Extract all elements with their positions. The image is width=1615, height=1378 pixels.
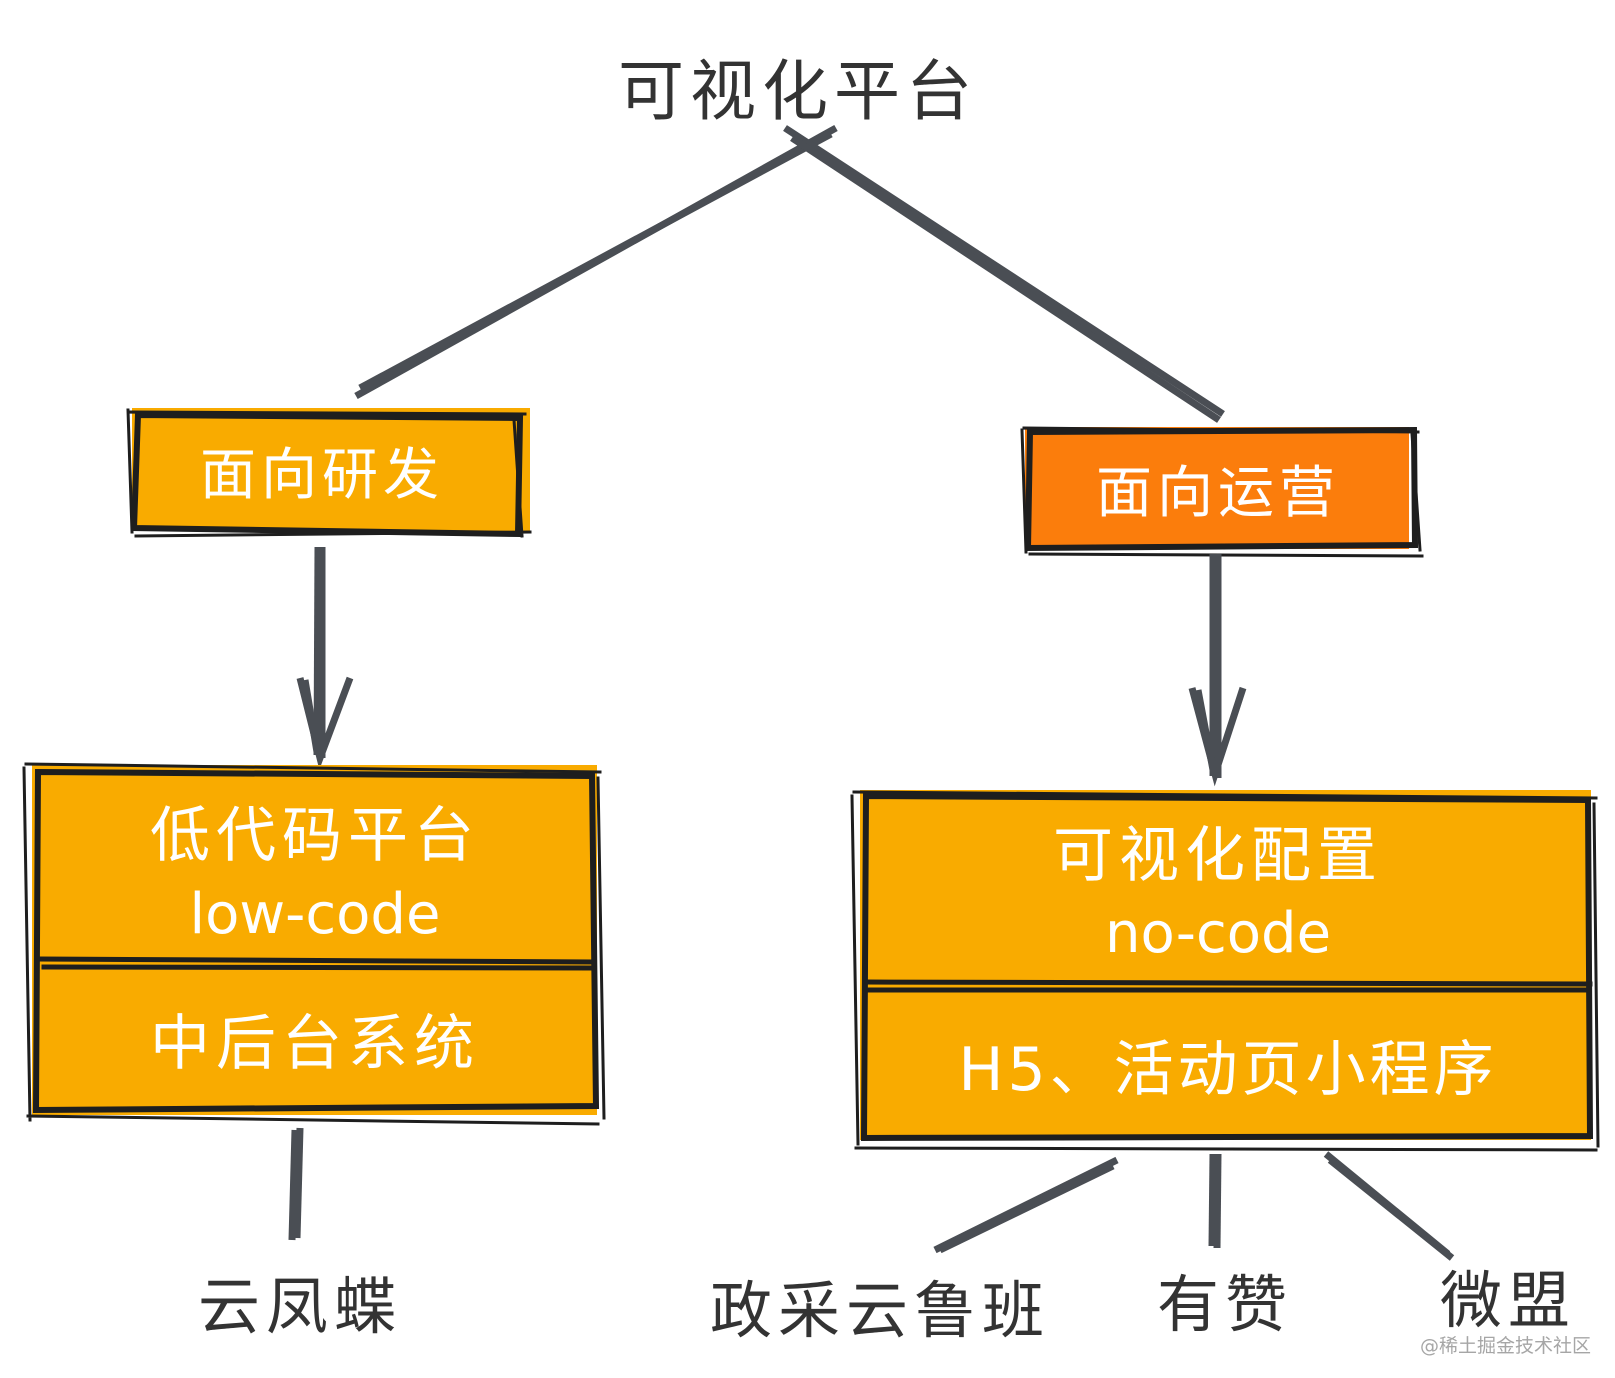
root-left-edge <box>354 124 838 400</box>
lowcode-name: 低代码平台 <box>150 801 480 871</box>
nocode-subtitle: no-code <box>1105 901 1331 966</box>
branch-ops-box: 面向运营 <box>1020 426 1424 558</box>
nocode-usage: H5、活动页小程序 <box>958 1035 1497 1105</box>
root-label: 可视化平台 <box>618 53 978 130</box>
watermark: @稀土掘金技术社区 <box>1420 1335 1591 1357</box>
lowcode-usage: 中后台系统 <box>150 1009 480 1079</box>
nocode-box: 可视化配置 no-code H5、活动页小程序 <box>850 790 1600 1152</box>
branch-ops-label: 面向运营 <box>1096 461 1340 526</box>
root-right-edge <box>783 125 1225 423</box>
product-zhengcaiyun-luban: 政采云鲁班 <box>710 1274 1050 1347</box>
ops-down-arrow <box>1188 554 1247 787</box>
lowcode-box: 低代码平台 low-code 中后台系统 <box>22 762 606 1126</box>
lowcode-product-edge <box>288 1127 304 1241</box>
branch-rd-label: 面向研发 <box>200 443 444 508</box>
product-youzan: 有赞 <box>1157 1268 1293 1341</box>
branch-rd-box: 面向研发 <box>126 408 532 538</box>
product-yunfengdie: 云凤蝶 <box>198 1270 402 1343</box>
nocode-name: 可视化配置 <box>1053 821 1383 891</box>
nocode-product-edges <box>933 1151 1455 1261</box>
product-weimeng: 微盟 <box>1440 1264 1576 1337</box>
rd-down-arrow <box>296 546 354 770</box>
lowcode-subtitle: low-code <box>190 882 441 947</box>
